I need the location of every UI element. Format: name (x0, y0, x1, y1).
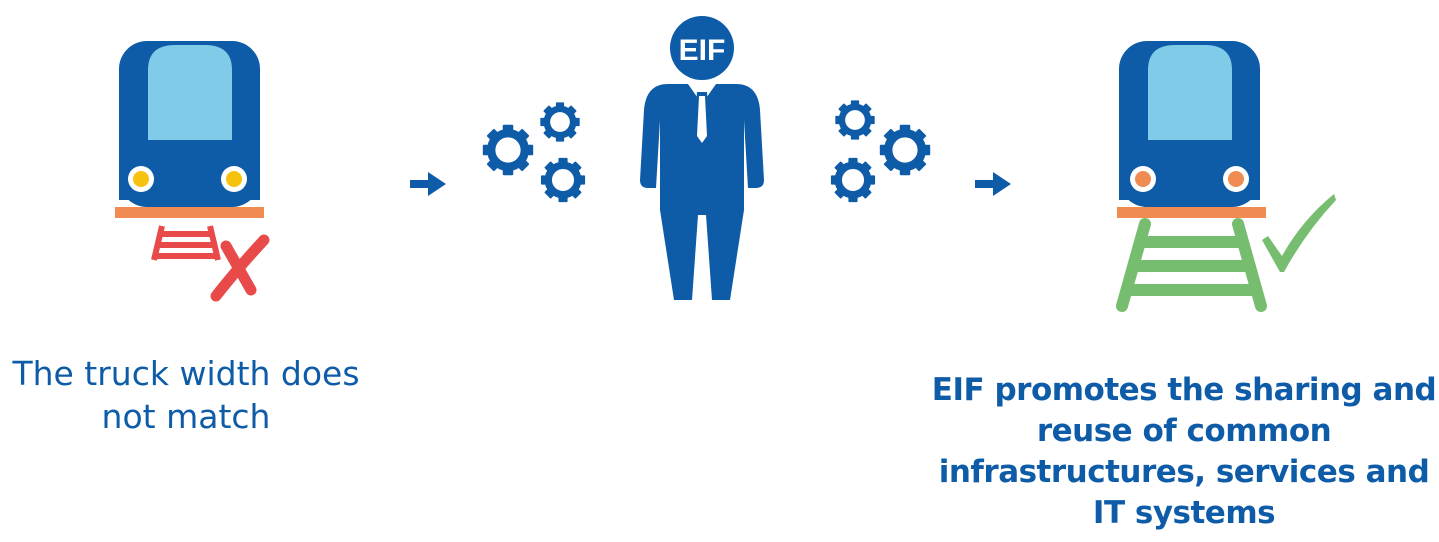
businessman-icon: EIF (640, 16, 764, 300)
tracks-icon (1116, 218, 1267, 312)
broken-tracks-icon (151, 225, 221, 261)
right-train-icon (1117, 41, 1266, 218)
left-caption: The truck width does not match (12, 354, 360, 436)
left-train-icon (115, 41, 264, 218)
arrow-right-icon (410, 172, 446, 196)
right-caption: EIF promotes the sharing and reuse of co… (931, 372, 1437, 531)
cross-mark-icon (210, 234, 270, 302)
person-badge: EIF (679, 34, 726, 67)
check-mark-icon (1262, 194, 1336, 272)
gears-icon (831, 100, 930, 202)
arrow-right-icon (975, 172, 1011, 196)
gears-icon (483, 102, 585, 202)
